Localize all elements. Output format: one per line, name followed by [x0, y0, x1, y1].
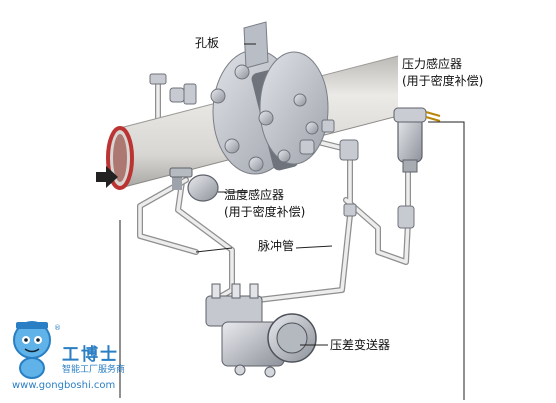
label-orifice: 孔板 — [195, 36, 220, 50]
mascot-icon — [13, 321, 51, 379]
watermark-registered: ® — [54, 324, 61, 332]
label-pressure-sensor: 压力感应器 — [402, 57, 463, 71]
flow-arrow-icon — [96, 166, 118, 188]
label-temperature-sensor: 温度感应器 — [224, 188, 285, 202]
watermark-brand: 工博士 — [62, 345, 119, 365]
dp-transmitter — [205, 283, 317, 378]
label-dp-transmitter: 压差变送器 — [330, 338, 391, 352]
label-impulse-tube: 脉冲管 — [258, 239, 295, 254]
temperature-sensor — [169, 167, 219, 202]
orifice-flange-assembly — [210, 21, 329, 175]
tube-fittings — [149, 73, 415, 229]
leader-lines — [119, 43, 465, 400]
label-pressure-compensation: (用于密度补偿) — [402, 74, 484, 88]
flange-bolts — [210, 64, 319, 172]
watermark-url: www.gongboshi.com — [12, 380, 116, 391]
label-temperature-compensation: (用于密度补偿) — [224, 205, 306, 219]
pressure-sensor — [393, 107, 441, 173]
orifice-plate-tab — [243, 21, 269, 69]
watermark: 工博士 ® 智能工厂服务商 www.gongboshi.com — [6, 318, 156, 398]
watermark-slogan: 智能工厂服务商 — [62, 365, 126, 375]
